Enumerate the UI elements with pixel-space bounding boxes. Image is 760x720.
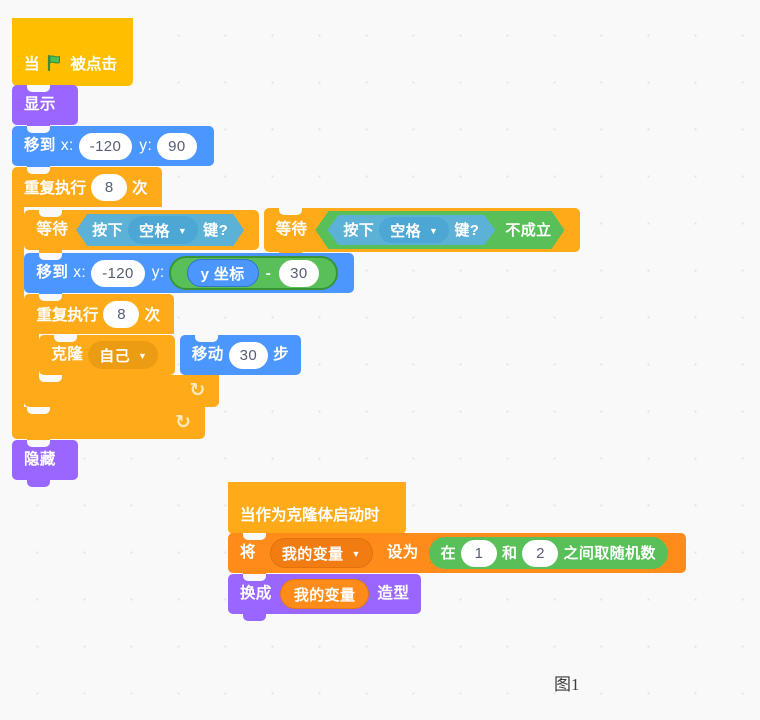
goto2-y-label: y: [151, 264, 165, 282]
repeat-inner-footer[interactable]: ↻ [24, 375, 220, 414]
set-var-prefix-label: 将 [240, 544, 256, 562]
block-goto-xy-2[interactable]: 移到 x: -120 y: y 坐标 - 30 [24, 253, 354, 300]
key-option-dropdown-2[interactable]: 空格 ▼ [379, 217, 449, 243]
goto-label: 移到 [24, 137, 56, 155]
switch-costume-prefix-label: 换成 [240, 585, 272, 603]
key-pressed-suffix-1: 键? [203, 221, 229, 239]
hat-when-flag-clicked[interactable]: 当 被点击 [12, 18, 134, 86]
random-and-label: 和 [502, 544, 518, 562]
random-to-input[interactable]: 2 [522, 539, 559, 567]
loop-arrow-icon-inner: ↻ [189, 380, 206, 401]
key-option-label-2: 空格 [390, 222, 422, 240]
repeat-outer-header[interactable]: 重复执行 8 次 [12, 167, 162, 207]
random-from-input[interactable]: 1 [461, 539, 498, 567]
switch-costume-suffix-label: 造型 [377, 585, 410, 603]
set-var-name-label: 我的变量 [281, 545, 344, 563]
block-switch-costume[interactable]: 换成 我的变量 造型 [228, 574, 422, 621]
chevron-down-icon: ▼ [429, 225, 439, 236]
move-steps-input[interactable]: 30 [228, 341, 269, 369]
chevron-down-icon: ▼ [351, 548, 361, 559]
repeat-outer-arm [12, 207, 25, 407]
hat-prefix-label: 当 [24, 56, 40, 73]
block-create-clone[interactable]: 克隆 自己 ▼ [39, 335, 176, 382]
chevron-down-icon: ▼ [138, 350, 148, 361]
goto-x-label: x: [60, 137, 74, 155]
block-repeat-outer[interactable]: 重复执行 8 次 等待 按下 空格 ▼ 键? [12, 167, 760, 446]
block-set-variable[interactable]: 将 我的变量 ▼ 设为 在 1 和 2 之间取随机数 [228, 533, 686, 580]
clone-target-label: 自己 [99, 347, 131, 365]
hat-suffix-label: 被点击 [70, 56, 118, 73]
block-show[interactable]: 显示 [12, 85, 78, 132]
hat-when-i-start-as-clone[interactable]: 当作为克隆体启动时 [228, 482, 406, 534]
minus-operator-label: - [265, 264, 272, 282]
key-pressed-prefix-1: 按下 [92, 221, 124, 239]
set-var-middle-label: 设为 [386, 544, 419, 562]
key-pressed-prefix-2: 按下 [343, 221, 375, 239]
random-prefix-label: 在 [440, 544, 457, 562]
move-label: 移动 [191, 346, 224, 364]
reporter-y-position[interactable]: y 坐标 [186, 259, 259, 287]
not-label: 不成立 [505, 221, 552, 239]
repeat-outer-times-input[interactable]: 8 [91, 173, 128, 201]
block-subtract-operator[interactable]: y 坐标 - 30 [168, 256, 338, 290]
repeat-inner-times-input[interactable]: 8 [103, 300, 140, 328]
goto2-x-input[interactable]: -120 [91, 259, 145, 287]
move-suffix-label: 步 [273, 346, 290, 364]
block-goto-xy[interactable]: 移到 x: -120 y: 90 [12, 126, 214, 173]
repeat-inner-label: 重复执行 [36, 307, 99, 324]
block-hide[interactable]: 隐藏 [12, 440, 78, 487]
block-wait-not-key[interactable]: 等待 按下 空格 ▼ 键? 不成立 [263, 208, 580, 259]
block-key-pressed-2[interactable]: 按下 空格 ▼ 键? [327, 215, 495, 245]
hide-label: 隐藏 [24, 451, 56, 469]
key-option-dropdown-1[interactable]: 空格 ▼ [128, 216, 198, 244]
block-move-steps[interactable]: 移动 30 步 [179, 335, 302, 382]
wait-label-1: 等待 [36, 221, 69, 239]
loop-arrow-icon-outer: ↻ [175, 412, 191, 433]
repeat-outer-footer[interactable]: ↻ [12, 407, 205, 446]
repeat-inner-suffix-label: 次 [144, 307, 160, 324]
repeat-inner-arm [24, 334, 40, 375]
hat-when-flag-clicked-text: 当 被点击 [24, 52, 117, 86]
goto-y-label: y: [139, 137, 153, 155]
block-not-operator[interactable]: 按下 空格 ▼ 键? 不成立 [315, 211, 564, 249]
subtract-operand-input[interactable]: 30 [279, 259, 319, 287]
set-var-name-dropdown[interactable]: 我的变量 ▼ [269, 538, 373, 568]
key-option-label-1: 空格 [139, 222, 170, 240]
repeat-inner-header[interactable]: 重复执行 8 次 [24, 294, 174, 334]
wait-label-2: 等待 [275, 221, 308, 239]
key-pressed-suffix-2: 键? [454, 221, 480, 239]
repeat-outer-label: 重复执行 [24, 180, 87, 197]
block-wait-key[interactable]: 等待 按下 空格 ▼ 键? [24, 210, 260, 257]
clone-script: 当作为克隆体启动时 将 我的变量 ▼ 设为 在 1 和 2 之间取随机数 换成 … [228, 482, 686, 621]
hat-clone-text: 当作为克隆体启动时 [240, 503, 380, 534]
figure-caption: 图1 [554, 675, 580, 694]
reporter-my-variable[interactable]: 我的变量 [279, 579, 370, 609]
block-pick-random[interactable]: 在 1 和 2 之间取随机数 [428, 537, 668, 569]
show-label: 显示 [24, 96, 56, 114]
clone-label: 克隆 [51, 346, 84, 364]
goto2-label: 移到 [36, 264, 69, 282]
repeat-outer-suffix-label: 次 [132, 180, 148, 197]
hat-cap-clone [228, 482, 406, 508]
hat-cap [12, 18, 134, 50]
clone-target-dropdown[interactable]: 自己 ▼ [88, 341, 159, 369]
block-repeat-inner[interactable]: 重复执行 8 次 克隆 自己 ▼ [24, 294, 760, 414]
goto-x-input[interactable]: -120 [78, 132, 133, 160]
goto2-x-label: x: [73, 264, 87, 282]
chevron-down-icon: ▼ [177, 225, 188, 236]
green-flag-icon [47, 54, 64, 72]
block-key-pressed-1[interactable]: 按下 空格 ▼ 键? [76, 214, 244, 246]
goto-y-input[interactable]: 90 [157, 132, 197, 160]
main-script: 当 被点击 显示 移到 x: -120 y: 90 重复执行 8 [12, 18, 760, 487]
hat-clone-label: 当作为克隆体启动时 [240, 507, 380, 524]
random-suffix-label: 之间取随机数 [563, 544, 656, 562]
